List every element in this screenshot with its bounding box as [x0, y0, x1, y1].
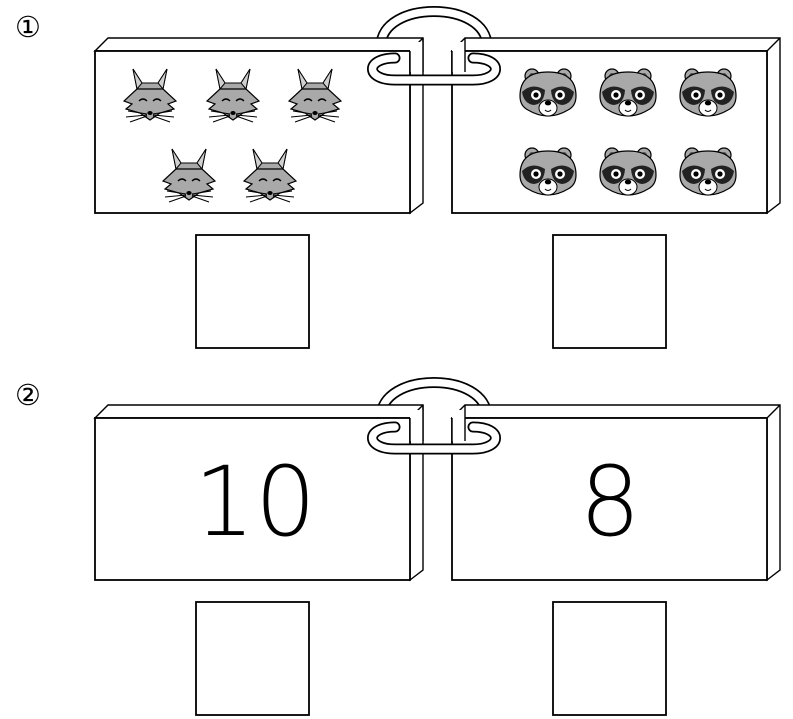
raccoon-icon: [680, 69, 736, 116]
raccoon-icon: [600, 69, 656, 116]
answer-box[interactable]: [196, 235, 309, 348]
right-card-number: 8: [452, 405, 780, 580]
raccoon-icon: [680, 148, 736, 195]
right-card-raccoon: [452, 38, 780, 213]
answer-box[interactable]: [553, 235, 666, 348]
problem-1: ①: [15, 10, 780, 348]
card-number: 8: [579, 446, 640, 558]
problem-number: ①: [15, 10, 41, 44]
raccoon-icon: [600, 148, 656, 195]
raccoon-icon: [520, 148, 576, 195]
answer-box[interactable]: [553, 602, 666, 715]
problem-2: ② 10 8: [15, 378, 780, 715]
card-number: 10: [194, 446, 316, 558]
problem-number: ②: [15, 378, 41, 412]
raccoon-icon: [520, 69, 576, 116]
answer-box[interactable]: [196, 602, 309, 715]
